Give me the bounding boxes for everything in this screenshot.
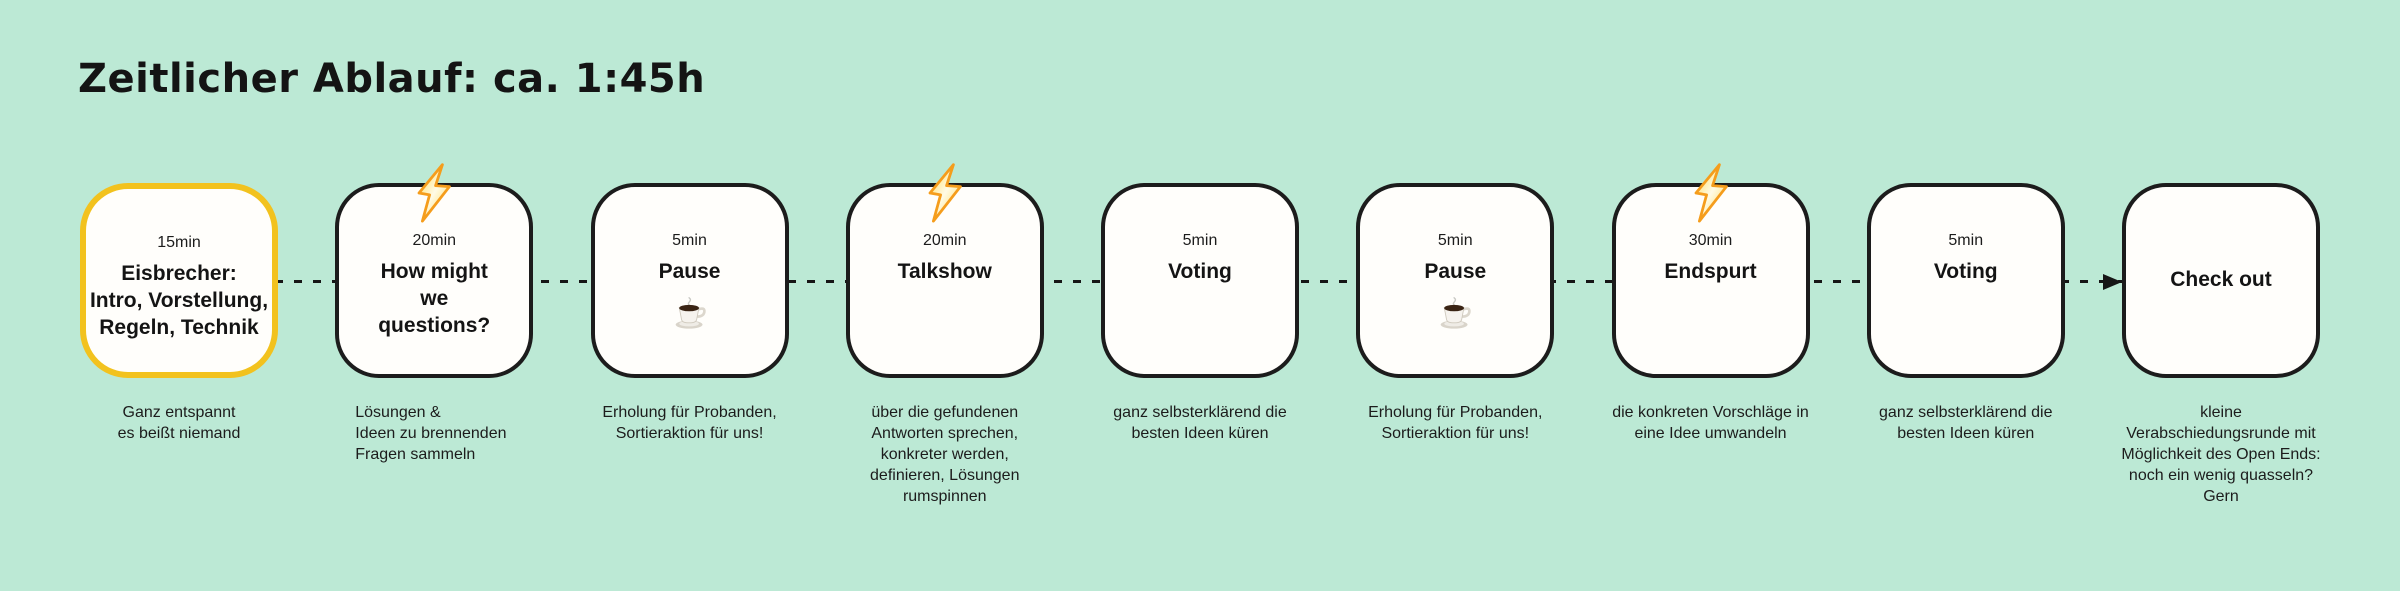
step-caption: die konkreten Vorschläge in eine Idee um… bbox=[1612, 404, 1809, 443]
step-title: Voting bbox=[1933, 260, 1998, 284]
timeline-step: 30min Endspurt die konkreten Vorschläge … bbox=[1611, 163, 1810, 508]
timeline-step: Check out kleine Verabschiedungsrunde mi… bbox=[2121, 183, 2321, 508]
step-box: 5min Voting bbox=[1866, 183, 2065, 378]
step-box: Check out bbox=[2122, 183, 2320, 378]
step-caption: über die gefundenen Antworten sprechen, … bbox=[870, 404, 1020, 506]
step-title: Pause bbox=[658, 260, 721, 284]
step-caption: ganz selbsterklärend die besten Ideen kü… bbox=[1113, 404, 1287, 443]
arrow-right-icon bbox=[2103, 274, 2122, 290]
step-box: 5min Voting bbox=[1101, 183, 1299, 378]
coffee-cup-icon bbox=[1440, 297, 1472, 329]
step-duration: 20min bbox=[922, 232, 967, 249]
step-duration: 15min bbox=[157, 234, 201, 251]
step-duration: 5min bbox=[1182, 232, 1218, 249]
page-title: Zeitlicher Ablauf: ca. 1:45h bbox=[78, 56, 706, 102]
step-caption: Erholung für Probanden, Sortieraktion fü… bbox=[602, 404, 777, 443]
step-caption: Lösungen & Ideen zu brennenden Fragen sa… bbox=[355, 404, 507, 464]
timeline-row: 15min Eisbrecher: Intro, Vorstellung, Re… bbox=[0, 163, 2400, 508]
step-title: Check out bbox=[2170, 268, 2272, 292]
timeline-step: 5min Voting ganz selbsterklärend die bes… bbox=[1101, 183, 1299, 508]
step-duration: 20min bbox=[412, 232, 457, 249]
timeline-step: 5min Voting ganz selbsterklärend die bes… bbox=[1866, 183, 2065, 508]
coffee-cup-icon bbox=[675, 297, 706, 329]
step-title: Endspurt bbox=[1664, 260, 1757, 284]
timeline-step: 20min How might we questions? Lösungen &… bbox=[335, 163, 534, 508]
step-box: 15min Eisbrecher: Intro, Vorstellung, Re… bbox=[80, 183, 278, 378]
timeline-step: 5min Pause Erholung für Probanden, Sorti… bbox=[590, 183, 789, 508]
step-title: Eisbrecher: Intro, Vorstellung, Regeln, … bbox=[89, 262, 269, 339]
lightning-bolt-icon bbox=[417, 163, 452, 223]
step-box: 20min Talkshow bbox=[845, 163, 1044, 378]
lightning-bolt-icon bbox=[928, 163, 962, 223]
step-title: Talkshow bbox=[897, 260, 992, 284]
timeline-step: 15min Eisbrecher: Intro, Vorstellung, Re… bbox=[80, 183, 278, 508]
step-box: 20min How might we questions? bbox=[335, 163, 534, 378]
lightning-bolt-icon bbox=[1694, 163, 1728, 223]
step-box: 5min Pause bbox=[590, 183, 789, 378]
step-duration: 5min bbox=[672, 232, 707, 249]
step-caption: ganz selbsterklärend die besten Ideen kü… bbox=[1879, 404, 2053, 443]
timeline-step: 5min Pause Erholung für Probanden, Sorti… bbox=[1356, 183, 1555, 508]
step-title: Pause bbox=[1424, 260, 1487, 284]
step-caption: kleine Verabschiedungsrunde mit Möglichk… bbox=[2121, 404, 2321, 506]
timeline-step: 20min Talkshow über die gefundenen Antwo… bbox=[845, 163, 1044, 508]
step-duration: 5min bbox=[1948, 232, 1984, 249]
step-box: 5min Pause bbox=[1356, 183, 1555, 378]
step-duration: 30min bbox=[1688, 232, 1733, 249]
step-caption: Erholung für Probanden, Sortieraktion fü… bbox=[1368, 404, 1543, 443]
step-title: How might we questions? bbox=[378, 260, 491, 337]
step-duration: 5min bbox=[1437, 232, 1473, 249]
step-title: Voting bbox=[1168, 260, 1232, 284]
step-caption: Ganz entspannt es beißt niemand bbox=[117, 404, 241, 443]
step-box: 30min Endspurt bbox=[1611, 163, 1810, 378]
